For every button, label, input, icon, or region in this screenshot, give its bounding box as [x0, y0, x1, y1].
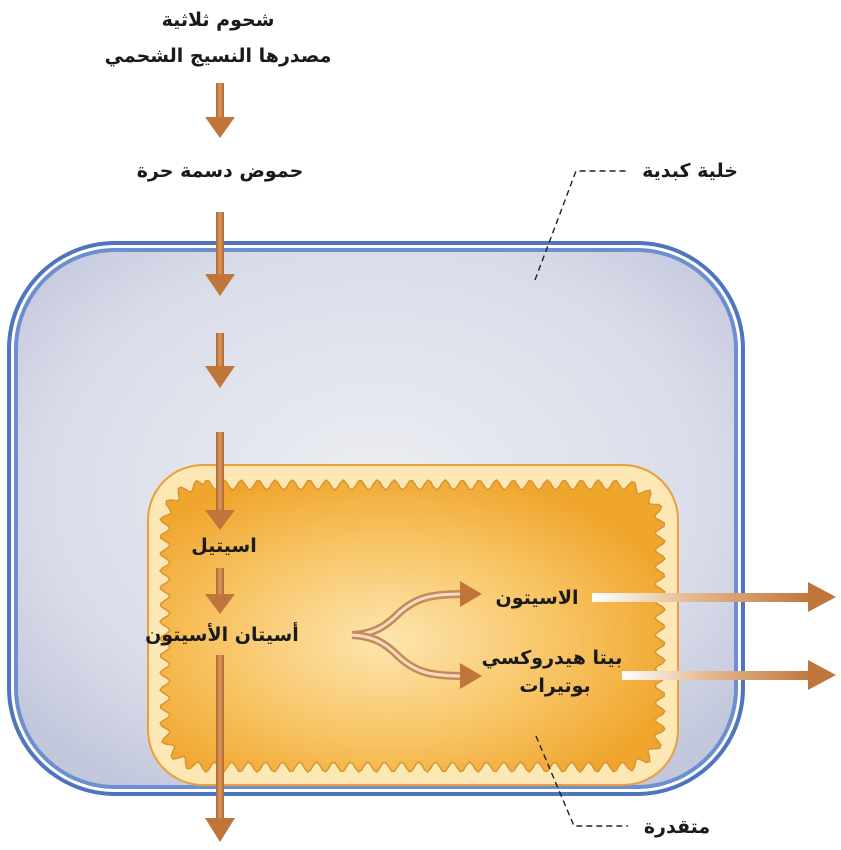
label-acetyl: اسيتيل [191, 535, 256, 557]
arrow-acetyl-to-acetoacetate [205, 568, 235, 614]
mitochondrion [147, 464, 679, 786]
label-triglycerides-line2: مصدرها النسيج الشحمي [105, 45, 332, 67]
exit-arrow-beta-shaft [622, 671, 812, 680]
branch-arrowhead-beta [460, 663, 482, 689]
exit-arrow-acetone-shaft [592, 593, 812, 602]
label-beta-hydroxy-line2: بوتيرات [519, 675, 590, 697]
liver-cell-leader-line [534, 170, 628, 281]
mitochondrion-leader-line [535, 735, 628, 827]
exit-arrow-acetone-head [808, 582, 836, 612]
branch-arrows [351, 581, 482, 689]
arrow-triglycerides-to-ffa [205, 83, 235, 138]
label-liver-cell: خلية كبدية [642, 160, 738, 182]
label-acetoacetate: أسيتان الأسيتون [145, 622, 299, 646]
exit-arrow-beta-head [808, 660, 836, 690]
mitochondrion-cristae [159, 479, 666, 773]
arrow-ffa-into-cell [205, 212, 235, 296]
label-acetone: الاسيتون [496, 587, 579, 609]
arrow-into-mitochondrion [205, 432, 235, 530]
arrow-exit-bottom [205, 655, 235, 842]
label-beta-hydroxy-line1: بيتا هيدروكسي [482, 647, 623, 669]
label-mitochondrion: متقدرة [644, 816, 710, 838]
label-triglycerides-line1: شحوم ثلاثية [162, 9, 275, 31]
label-free-fatty-acids: حموض دسمة حرة [137, 160, 304, 182]
fatty-acid-pathway-arrows [205, 83, 235, 842]
arrow-cytoplasm [205, 333, 235, 388]
exit-arrows [592, 582, 836, 690]
branch-arrowhead-acetone [460, 581, 482, 607]
